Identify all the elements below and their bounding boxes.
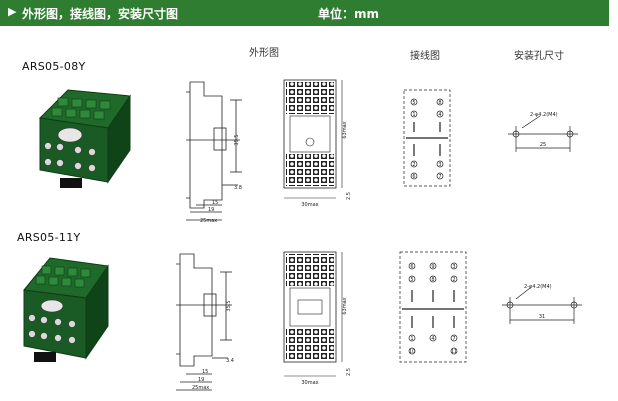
front-width-2: 30max — [301, 380, 318, 386]
play-arrow-icon: ▶ — [8, 5, 17, 18]
side-height-1: 35.5 — [234, 134, 240, 145]
side-height-2: 35.5 — [226, 300, 232, 311]
header-unit: 单位：mm — [318, 7, 380, 21]
pin-label: 11 — [451, 349, 457, 355]
pin-label: 8 — [431, 277, 434, 283]
pin-label: 7 — [438, 174, 441, 180]
pin-label: 3 — [452, 264, 455, 270]
pin-label: 2 — [452, 277, 455, 283]
wiring-label: 接线图 — [410, 51, 440, 62]
model-name-1: ARS05-08Y — [22, 60, 86, 73]
mount-hole-1: 2-φ4.2(M4) — [530, 112, 558, 118]
front-side-2: 2.5 — [346, 368, 352, 376]
model-name-2: ARS05-11Y — [17, 231, 81, 244]
pin-label: 1 — [410, 336, 413, 342]
front-view-1 — [283, 79, 343, 199]
side-view-1 — [186, 81, 242, 221]
front-width-1: 30max — [301, 202, 318, 208]
side-dim-1a: 3.8 — [234, 185, 242, 191]
pin-label: 6 — [412, 174, 415, 180]
side-dim-2d: 25max — [192, 385, 209, 391]
product-photo-1 — [38, 89, 131, 188]
wiring-diagram-2 — [399, 251, 467, 363]
front-height-2: 63max — [342, 297, 348, 314]
mounting-diagram-2 — [502, 287, 582, 324]
mounting-diagram-1 — [508, 115, 578, 152]
pin-label: 6 — [410, 264, 413, 270]
header-title: 外形图，接线图，安装尺寸图 — [22, 7, 179, 21]
pin-label: 2 — [412, 162, 415, 168]
wiring-diagram-1 — [403, 89, 451, 187]
pin-label: 5 — [410, 277, 413, 283]
side-dim-1d: 25max — [200, 218, 217, 224]
pin-label: 4 — [431, 336, 434, 342]
pin-label: 10 — [409, 349, 415, 355]
side-dim-2a: 3.4 — [226, 358, 234, 364]
mounting-label: 安装孔尺寸 — [514, 51, 564, 62]
pin-label: 5 — [412, 100, 415, 106]
side-dim-1b: 15 — [212, 200, 218, 206]
mount-span-1: 25 — [540, 142, 546, 148]
mount-span-2: 31 — [539, 314, 545, 320]
pin-label: 8 — [438, 100, 441, 106]
front-height-1: 63max — [342, 121, 348, 138]
header-bar: ▶ 外形图，接线图，安装尺寸图 单位：mm — [0, 0, 609, 26]
side-dim-2c: 19 — [198, 377, 204, 383]
front-side-1: 2.5 — [346, 192, 352, 200]
outline-label: 外形图 — [249, 48, 279, 59]
side-dim-2b: 15 — [202, 369, 208, 375]
pin-label: 9 — [431, 264, 434, 270]
product-photo-2 — [23, 257, 109, 362]
pin-label: 1 — [412, 112, 415, 118]
side-dim-1c: 19 — [208, 207, 214, 213]
pin-label: 3 — [438, 162, 441, 168]
pin-label: 4 — [438, 112, 441, 118]
pin-label: 7 — [452, 336, 455, 342]
mount-hole-2: 2-φ4.2(M4) — [524, 284, 552, 290]
front-view-2 — [283, 251, 343, 377]
side-view-2 — [176, 253, 232, 391]
